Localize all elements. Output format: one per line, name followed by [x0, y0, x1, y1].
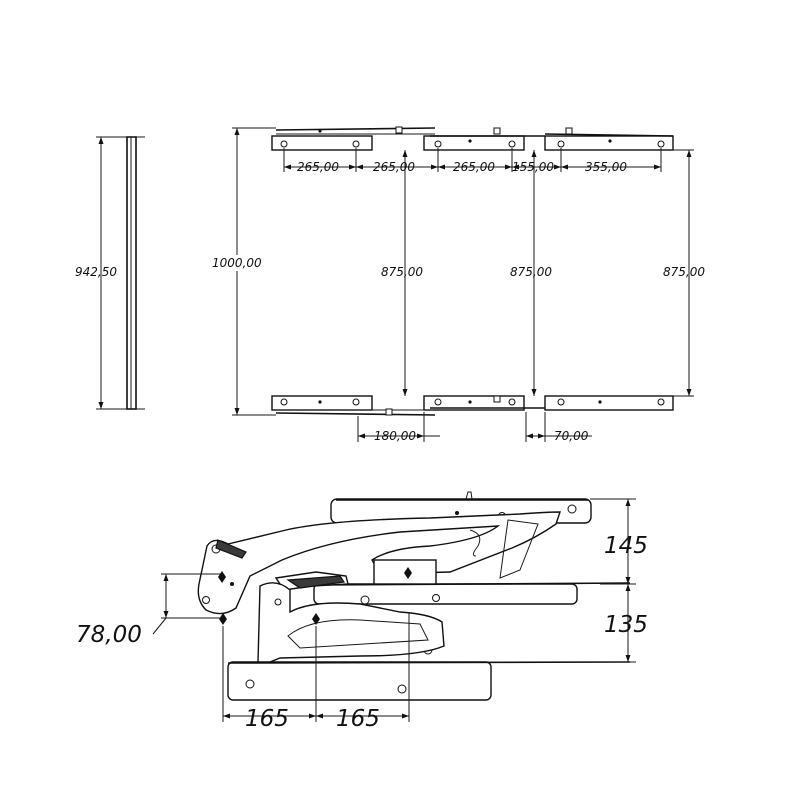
- bottom-rail-3: [544, 395, 674, 411]
- side-height-label: 942,50: [75, 265, 117, 279]
- top-view: 1000,00 875,00 875,00 875,00 2: [210, 126, 705, 443]
- middle-board: [313, 583, 578, 605]
- spacing-label-5: 355,00: [585, 160, 627, 174]
- side-view: 942,50: [75, 136, 145, 410]
- spacing-label-1: 265,00: [297, 160, 339, 174]
- offset-b-label: 70,00: [554, 429, 589, 443]
- total-height-label: 1000,00: [212, 256, 262, 270]
- top-rail-3: [544, 135, 674, 151]
- spacing-label-2: 265,00: [373, 160, 415, 174]
- raise-upper-label: 145: [604, 533, 648, 559]
- base-spacing-label-1: 165: [245, 706, 289, 732]
- base-board: [227, 661, 492, 701]
- center-block: [373, 559, 437, 585]
- raise-lower-label: 135: [604, 612, 648, 638]
- top-rail-1: [271, 135, 373, 151]
- spacing-label-3: 265,00: [453, 160, 495, 174]
- base-spacing-label-2: 165: [336, 706, 380, 732]
- mechanism-view: 145 135 78,00 165 165: [76, 491, 648, 732]
- pivot-height-label: 78,00: [76, 622, 142, 648]
- inner-height-label-2: 875,00: [510, 265, 552, 279]
- inner-height-label-1: 875,00: [381, 265, 423, 279]
- offset-a-label: 180,00: [374, 429, 416, 443]
- inner-height-label-3: 875,00: [663, 265, 705, 279]
- spacing-label-4: 155,00: [512, 160, 554, 174]
